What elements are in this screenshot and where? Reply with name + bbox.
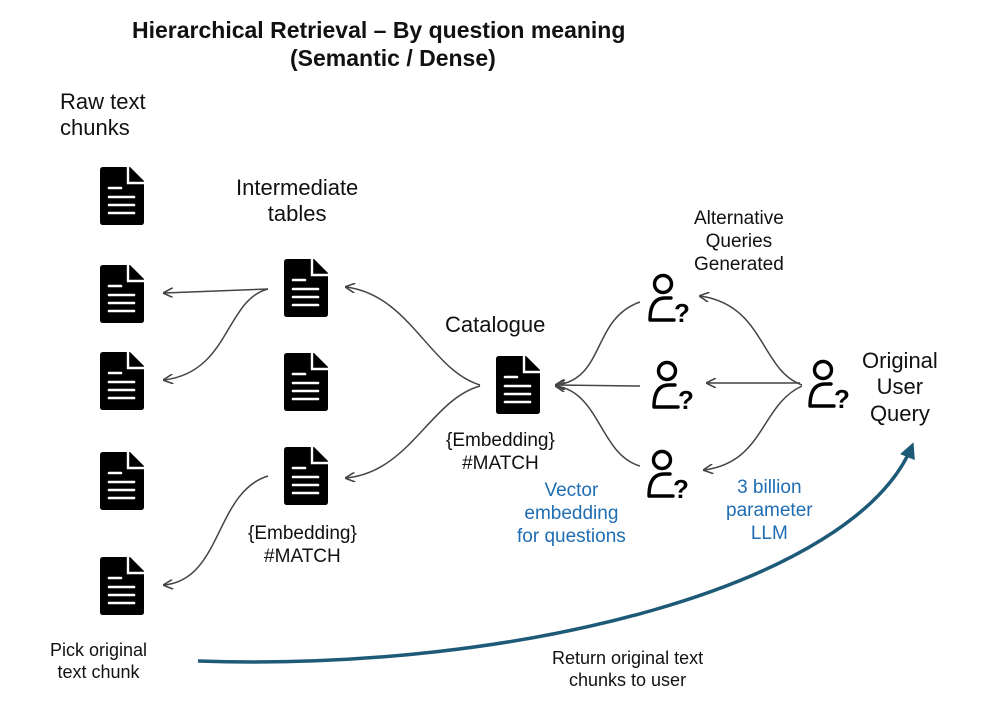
- edge-alt-top-to-catalogue: [556, 301, 641, 385]
- edge-alt-bot-to-catalogue: [556, 386, 641, 467]
- catalogue-label: Catalogue: [445, 312, 546, 337]
- edge-query-to-alt-bot: [704, 385, 803, 470]
- edge-query-to-alt-top: [700, 296, 803, 386]
- edge-table-to-chunk-3: [164, 288, 269, 380]
- question-mark-glyph: ?: [678, 385, 694, 415]
- raw-chunk-document-icon-1: [100, 167, 144, 225]
- edge-catalogue-to-table-bot: [346, 385, 481, 478]
- question-mark-glyph: ?: [834, 384, 850, 414]
- raw-chunk-document-icon-2: [100, 265, 144, 323]
- raw-chunk-document-icon-5: [100, 557, 144, 615]
- intermediate-table-document-icon-1: [284, 259, 328, 317]
- edge-table-to-chunk-2: [164, 289, 269, 293]
- return-arrow: [197, 442, 915, 664]
- alternative-query-user-icon-2: ?: [652, 360, 694, 415]
- diagram-title-line2: (Semantic / Dense): [290, 45, 496, 71]
- intermediate-table-document-icon-2: [284, 353, 328, 411]
- question-mark-glyph: ?: [674, 298, 690, 328]
- edge-catalogue-to-table-top: [346, 287, 481, 386]
- edge-table-to-chunk-5: [164, 475, 269, 585]
- raw-chunk-document-icon-3: [100, 352, 144, 410]
- question-mark-glyph: ?: [673, 474, 689, 504]
- catalogue-document-icon: [496, 356, 540, 414]
- edge-alt-mid-to-catalogue: [556, 385, 641, 386]
- catalogue-embedding-label: {Embedding}#MATCH: [446, 430, 555, 474]
- alternative-query-user-icon-1: ?: [648, 273, 690, 328]
- intermediate-table-document-icon-3: [284, 447, 328, 505]
- raw-chunk-document-icon-4: [100, 452, 144, 510]
- diagram-title-line1: Hierarchical Retrieval – By question mea…: [132, 17, 626, 43]
- original-query-user-icon: ?: [808, 359, 850, 414]
- alternative-query-user-icon-3: ?: [647, 449, 689, 504]
- intermediate-embedding-label: {Embedding}#MATCH: [248, 523, 357, 567]
